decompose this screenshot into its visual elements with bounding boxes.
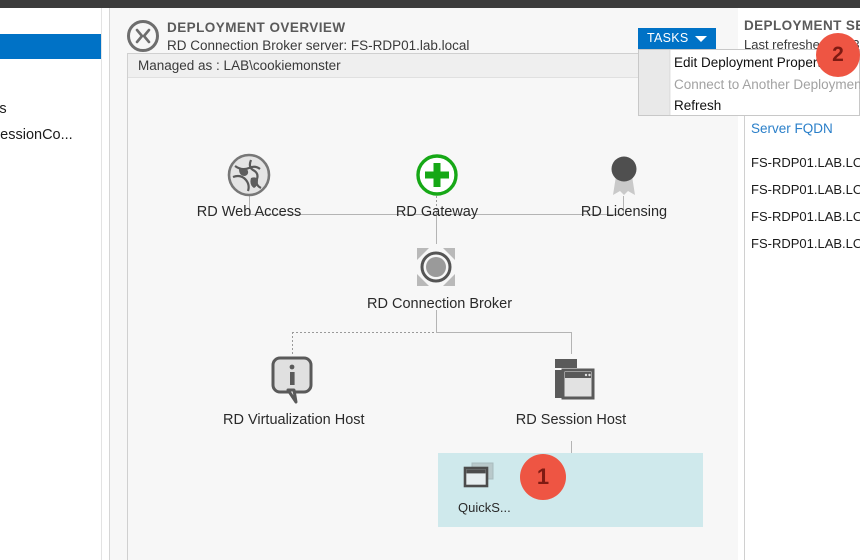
award-ribbon-icon bbox=[601, 152, 647, 198]
deployment-overview-icon bbox=[127, 20, 159, 52]
menu-icon-gutter bbox=[639, 50, 670, 115]
node-rd-licensing[interactable]: RD Licensing bbox=[555, 152, 693, 220]
session-host-window-icon bbox=[543, 354, 599, 406]
window-chrome-bar bbox=[0, 0, 860, 8]
deployment-servers-title: DEPLOYMENT SER bbox=[744, 18, 860, 33]
menu-item-refresh[interactable]: Refresh bbox=[671, 95, 860, 117]
connector-virtualization-stub-dotted bbox=[292, 332, 293, 354]
node-label: RD Virtualization Host bbox=[223, 412, 361, 428]
diagram-frame: Managed as : LAB\cookiemonster bbox=[127, 53, 843, 560]
sidebar-item-overview[interactable]: iew bbox=[0, 34, 101, 59]
collection-label: QuickS... bbox=[458, 500, 511, 515]
node-rd-virtualization-host[interactable]: RD Virtualization Host bbox=[223, 354, 361, 428]
node-label: RD Session Host bbox=[502, 412, 640, 428]
table-row[interactable]: FS-RDP01.LAB.LOCAL bbox=[751, 155, 860, 170]
chevron-down-icon bbox=[695, 36, 707, 42]
node-rd-web-access[interactable]: RD Web Access bbox=[180, 152, 318, 220]
sidebar-item-quicksessioncollection[interactable]: ckSessionCo... bbox=[0, 123, 101, 148]
collection-highlight-box[interactable]: QuickS... bbox=[438, 453, 703, 527]
servers-table bbox=[744, 108, 860, 560]
page-title: DEPLOYMENT OVERVIEW bbox=[167, 20, 346, 35]
sidebar-divider bbox=[101, 8, 102, 560]
menu-item-connect-to-another-deployment: Connect to Another Deployment bbox=[671, 74, 860, 96]
sidebar-navigation: iew rs tions ckSessionCo... bbox=[0, 8, 101, 560]
annotation-badge-2: 2 bbox=[816, 33, 860, 77]
annotation-badge-1: 1 bbox=[520, 454, 566, 500]
connector-collection-stub bbox=[571, 441, 572, 453]
globe-icon bbox=[226, 152, 272, 198]
connector-virtualization-horizontal-dotted bbox=[292, 332, 437, 333]
tasks-button-label: TASKS bbox=[647, 31, 689, 45]
node-label: RD Web Access bbox=[180, 204, 318, 220]
node-label: RD Connection Broker bbox=[367, 296, 505, 312]
green-plus-icon bbox=[414, 152, 460, 198]
column-header-server-fqdn[interactable]: Server FQDN bbox=[751, 121, 833, 136]
sidebar-item-collections[interactable]: tions bbox=[0, 97, 101, 122]
sidebar-item-servers[interactable]: rs bbox=[0, 68, 101, 93]
table-row[interactable]: FS-RDP01.LAB.LOCAL bbox=[751, 236, 860, 251]
page-subtitle: RD Connection Broker server: FS-RDP01.la… bbox=[167, 38, 469, 53]
connector-sessionhost-stub bbox=[571, 332, 572, 354]
tasks-button[interactable]: TASKS bbox=[638, 28, 716, 49]
node-label: RD Gateway bbox=[368, 204, 506, 220]
info-bubble-icon bbox=[264, 354, 320, 406]
connector-broker-down bbox=[436, 310, 437, 333]
node-label: RD Licensing bbox=[555, 204, 693, 220]
connector-sessionhost-horizontal bbox=[436, 332, 571, 333]
node-rd-connection-broker[interactable]: RD Connection Broker bbox=[367, 244, 505, 312]
node-rd-session-host[interactable]: RD Session Host bbox=[502, 354, 640, 428]
table-row[interactable]: FS-RDP01.LAB.LOCAL bbox=[751, 209, 860, 224]
collection-windows-icon bbox=[459, 461, 505, 497]
connection-broker-icon bbox=[413, 244, 459, 290]
node-rd-gateway[interactable]: RD Gateway bbox=[368, 152, 506, 220]
table-row[interactable]: FS-RDP01.LAB.LOCAL bbox=[751, 182, 860, 197]
